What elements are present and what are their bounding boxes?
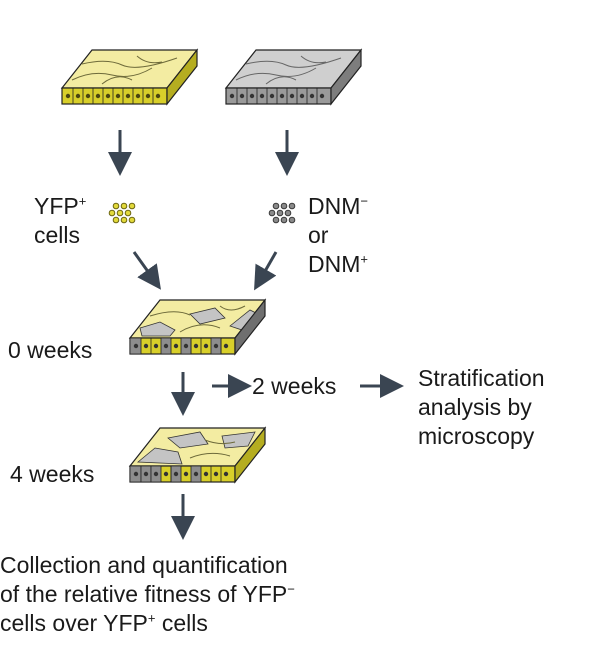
mixed-block-4-weeks xyxy=(128,426,267,484)
collection-line-2-sup: − xyxy=(287,581,295,597)
dnm-minus-base: DNM xyxy=(308,193,361,219)
cells-label: cells xyxy=(34,222,81,248)
collection-line-1: Collection and quantification xyxy=(0,552,288,578)
dnm-label: DNM− or DNM+ xyxy=(308,192,368,279)
collection-line-3-pre: cells over YFP xyxy=(0,610,148,636)
dnm-plus-base: DNM xyxy=(308,251,361,277)
dnm-or: or xyxy=(308,222,329,248)
arrow-converge-left xyxy=(132,251,161,290)
collection-label: Collection and quantification of the rel… xyxy=(0,551,295,638)
yfp-cell-cluster xyxy=(108,202,136,224)
arrow-converge-right xyxy=(254,251,278,291)
strat-line-1: Stratification xyxy=(418,365,545,391)
four-weeks-label: 4 weeks xyxy=(10,461,95,487)
collection-line-2: of the relative fitness of YFP xyxy=(0,581,288,607)
dnm-minus-sup: − xyxy=(360,193,368,209)
yfp-label-sup: + xyxy=(78,193,87,209)
dnm-plus-sup: + xyxy=(360,251,368,267)
collection-line-3-sup: + xyxy=(147,610,156,626)
zero-weeks-label: 0 weeks xyxy=(8,337,93,363)
strat-line-3: microscopy xyxy=(418,423,535,449)
stratification-label: Stratification analysis by microscopy xyxy=(418,364,545,451)
strat-line-2: analysis by xyxy=(418,394,532,420)
two-weeks-label: 2 weeks xyxy=(252,373,337,399)
collection-line-3-post: cells xyxy=(155,610,208,636)
dnm-epithelium-block xyxy=(224,48,363,106)
mixed-block-0-weeks xyxy=(128,298,267,356)
yfp-label-base: YFP xyxy=(34,193,79,219)
yfp-cells-label: YFP+ cells xyxy=(34,192,86,250)
yfp-epithelium-block xyxy=(60,48,199,106)
dnm-cell-cluster xyxy=(268,202,296,224)
